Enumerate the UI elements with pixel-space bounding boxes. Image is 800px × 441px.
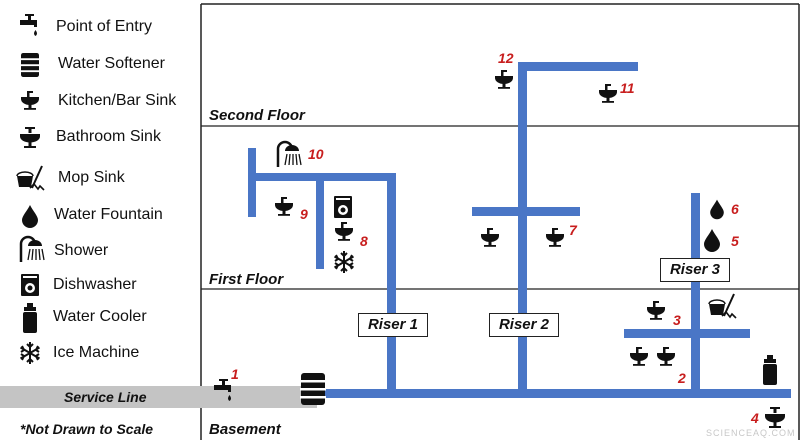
mop-sink-riser3-icon xyxy=(708,293,737,319)
fixture-number-10: 10 xyxy=(308,146,324,162)
fixture-number-8: 8 xyxy=(360,233,368,249)
fixture-number-11: 11 xyxy=(620,80,635,96)
sink-12-icon xyxy=(495,70,513,89)
sink-2a-icon xyxy=(630,347,648,366)
sink-4-icon xyxy=(765,407,785,428)
main-pipe xyxy=(317,389,791,398)
riser-3-label: Riser 3 xyxy=(660,258,730,282)
dishwasher-icon xyxy=(21,274,39,296)
service-line-label: Service Line xyxy=(64,389,147,405)
shower-icon xyxy=(19,235,46,264)
riser-1-left-drop xyxy=(248,148,256,217)
riser-1-mid-drop xyxy=(316,173,324,269)
fountain-5-icon xyxy=(704,229,720,252)
sink-11-icon xyxy=(599,84,617,103)
legend-label-bathroom-sink: Bathroom Sink xyxy=(56,128,161,145)
watermark: SCIENCEAQ.COM xyxy=(706,428,796,438)
riser-3-pipe xyxy=(691,193,700,393)
legend-label-point-of-entry: Point of Entry xyxy=(56,18,153,35)
riser-3-branch xyxy=(624,329,750,338)
fixture-number-1: 1 xyxy=(231,366,239,382)
riser-1-pipe xyxy=(387,173,396,393)
mop-sink-icon xyxy=(16,165,45,191)
fixture-number-9: 9 xyxy=(300,206,308,222)
basement-label: Basement xyxy=(209,421,281,438)
fixture-number-5: 5 xyxy=(731,233,739,249)
fixture-number-4: 4 xyxy=(751,410,759,426)
scale-note: *Not Drawn to Scale xyxy=(20,421,154,437)
legend-icons xyxy=(16,14,46,365)
sink-7a-icon xyxy=(481,228,499,247)
barrel-icon xyxy=(20,53,40,77)
fixture-number-12: 12 xyxy=(498,50,514,66)
sink-7b-icon xyxy=(546,228,564,247)
water-drop-icon xyxy=(22,205,38,228)
faucet-icon xyxy=(20,14,37,36)
snowflake-icon xyxy=(19,341,41,365)
riser-2-pipe xyxy=(518,62,527,392)
sink-2b-icon xyxy=(657,347,675,366)
legend-label-shower: Shower xyxy=(54,242,109,259)
water-softener-barrel-icon xyxy=(300,373,326,405)
service-line-bar xyxy=(0,386,317,408)
water-cooler-icon xyxy=(23,303,37,333)
sink-8-icon xyxy=(335,222,353,241)
bathroom-sink-icon xyxy=(20,127,40,148)
legend-label-water-cooler: Water Cooler xyxy=(53,308,147,325)
riser-1-label: Riser 1 xyxy=(358,313,428,337)
riser-2-mid-branch xyxy=(472,207,580,216)
fixture-number-3: 3 xyxy=(673,312,681,328)
sink-9-icon xyxy=(275,197,293,216)
sink-3-icon xyxy=(647,301,665,320)
dishwasher-8-icon xyxy=(334,196,352,218)
legend-label-dishwasher: Dishwasher xyxy=(53,276,137,293)
first-floor-label: First Floor xyxy=(209,271,284,288)
fixture-number-7: 7 xyxy=(569,222,577,238)
shower-10-icon xyxy=(276,140,303,169)
legend-label-water-fountain: Water Fountain xyxy=(54,206,163,223)
ice-machine-icon xyxy=(333,250,355,274)
legend-label-kitchen-sink: Kitchen/Bar Sink xyxy=(58,92,177,109)
kitchen-sink-icon xyxy=(21,91,39,110)
fixture-number-6: 6 xyxy=(731,201,739,217)
legend-label-water-softener: Water Softener xyxy=(58,55,166,72)
fountain-6-icon xyxy=(710,199,724,220)
legend-label-mop-sink: Mop Sink xyxy=(58,169,125,186)
legend-label-ice-machine: Ice Machine xyxy=(53,344,140,361)
second-floor-label: Second Floor xyxy=(209,107,305,124)
riser-2-top-branch xyxy=(518,62,638,71)
pipe-network xyxy=(248,62,791,398)
riser-2-label: Riser 2 xyxy=(489,313,559,337)
water-cooler-basement-icon xyxy=(763,355,777,385)
fixture-number-2: 2 xyxy=(678,370,686,386)
